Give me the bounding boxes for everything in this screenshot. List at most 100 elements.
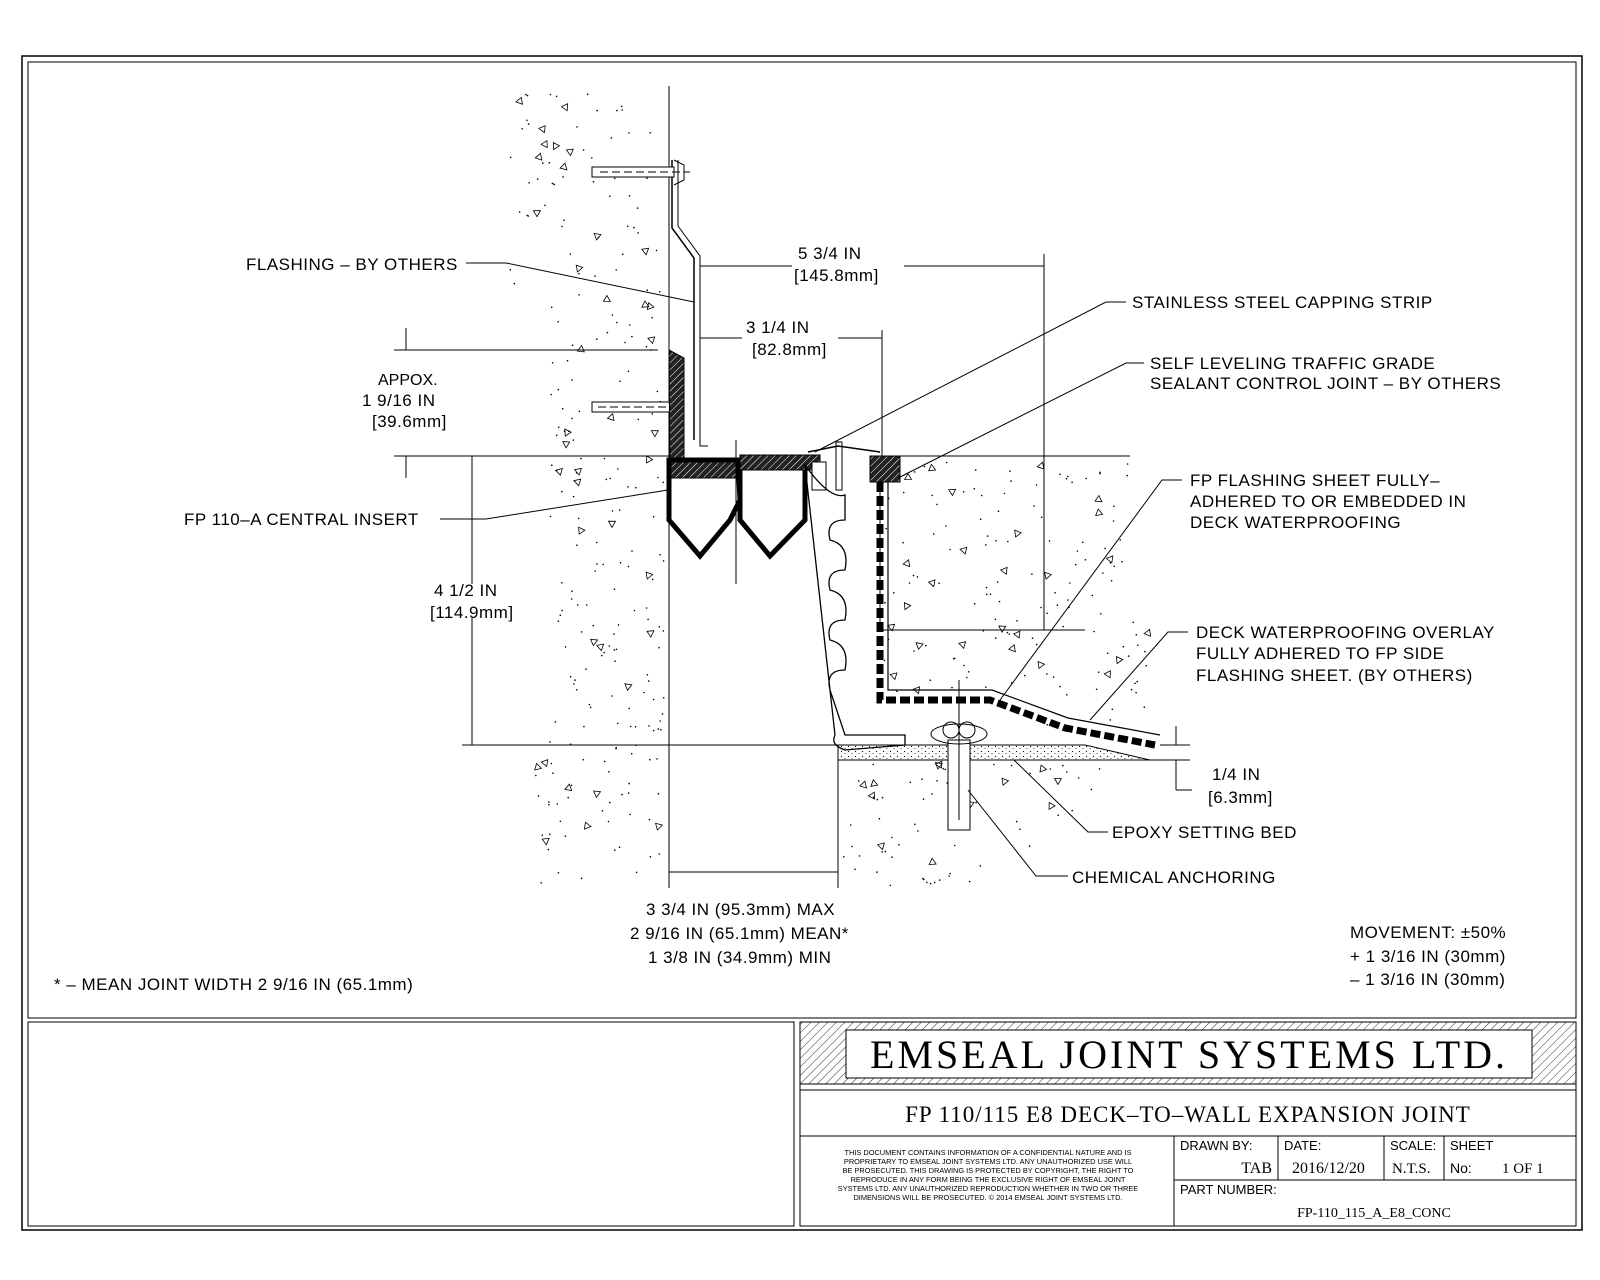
aggregate-mark bbox=[1143, 628, 1152, 637]
label-overlay-2: FULLY ADHERED TO FP SIDE bbox=[1196, 644, 1445, 663]
stipple-dot bbox=[652, 516, 655, 518]
stipple-dot bbox=[923, 878, 925, 881]
stipple-dot bbox=[573, 683, 575, 685]
stipple-dot bbox=[571, 344, 574, 347]
stipple-dot bbox=[607, 820, 610, 823]
stipple-dot bbox=[592, 624, 595, 627]
stipple-dot bbox=[636, 207, 639, 209]
stipple-dot bbox=[628, 132, 630, 134]
aggregate-mark bbox=[928, 857, 937, 866]
concrete-deck bbox=[843, 461, 1152, 887]
stipple-dot bbox=[1109, 719, 1112, 721]
drawn-by-label: DRAWN BY: bbox=[1180, 1138, 1252, 1153]
stipple-dot bbox=[923, 465, 926, 468]
stipple-dot bbox=[975, 801, 977, 804]
aggregate-mark bbox=[540, 139, 548, 149]
stipple-dot bbox=[995, 540, 997, 542]
stipple-dot bbox=[571, 417, 573, 420]
stipple-dot bbox=[1102, 572, 1104, 574]
stipple-dot bbox=[1100, 613, 1102, 615]
aggregate-mark bbox=[1037, 660, 1046, 670]
aggregate-mark bbox=[564, 783, 573, 792]
stipple-dot bbox=[610, 137, 613, 139]
aggregate-mark bbox=[564, 428, 572, 437]
stipple-dot bbox=[973, 487, 976, 490]
movement-plus: + 1 3/16 IN (30mm) bbox=[1350, 947, 1506, 966]
stipple-dot bbox=[1076, 550, 1079, 552]
stipple-dot bbox=[621, 253, 624, 255]
stipple-dot bbox=[1104, 547, 1106, 550]
aggregate-mark bbox=[1014, 529, 1022, 538]
stipple-dot bbox=[1062, 764, 1064, 767]
label-sealant-1: SELF LEVELING TRAFFIC GRADE bbox=[1150, 354, 1435, 373]
concrete-wall bbox=[509, 93, 665, 884]
stipple-dot bbox=[551, 182, 554, 185]
aggregate-mark bbox=[541, 837, 550, 846]
stipple-dot bbox=[1135, 691, 1137, 694]
aggregate-mark bbox=[554, 467, 563, 476]
stipple-dot bbox=[891, 836, 893, 839]
stipple-dot bbox=[521, 128, 523, 130]
label-anchoring: CHEMICAL ANCHORING bbox=[1072, 868, 1276, 887]
sheet-value: 1 OF 1 bbox=[1502, 1161, 1544, 1177]
stipple-dot bbox=[1091, 594, 1094, 597]
stipple-dot bbox=[909, 781, 912, 784]
stipple-dot bbox=[527, 123, 530, 125]
stipple-dot bbox=[549, 833, 551, 836]
stipple-dot bbox=[561, 225, 563, 228]
stipple-dot bbox=[526, 214, 529, 217]
stipple-dot bbox=[938, 582, 940, 584]
stipple-dot bbox=[1007, 540, 1009, 543]
dim-5-3-4-in: 5 3/4 IN bbox=[798, 244, 862, 263]
aggregate-mark bbox=[645, 571, 654, 580]
stipple-dot bbox=[656, 390, 659, 393]
stipple-dot bbox=[555, 95, 558, 98]
sheet-no-label: No: bbox=[1450, 1160, 1472, 1176]
stipple-dot bbox=[611, 695, 613, 697]
stipple-dot bbox=[615, 648, 618, 651]
stipple-dot bbox=[646, 177, 648, 179]
label-flashing: FLASHING – BY OTHERS bbox=[246, 255, 458, 274]
dim-1-9-16-mm: [39.6mm] bbox=[372, 412, 447, 431]
date-value: 2016/12/20 bbox=[1292, 1160, 1365, 1177]
stipple-dot bbox=[979, 865, 982, 867]
stipple-dot bbox=[953, 657, 956, 660]
stipple-dot bbox=[1130, 688, 1133, 691]
stipple-dot bbox=[1040, 516, 1043, 519]
aggregate-mark bbox=[607, 520, 617, 529]
stipple-dot bbox=[633, 609, 636, 612]
stipple-dot bbox=[1112, 520, 1115, 522]
stipple-dot bbox=[637, 232, 639, 234]
stipple-dot bbox=[931, 494, 933, 497]
aggregate-mark bbox=[534, 152, 543, 161]
stipple-dot bbox=[974, 469, 977, 471]
stipple-dot bbox=[651, 316, 653, 319]
fp-110-a-central-insert bbox=[666, 349, 843, 584]
aggregate-mark bbox=[947, 488, 957, 497]
aggregate-mark bbox=[1008, 644, 1016, 653]
title-block: EMSEAL JOINT SYSTEMS LTD. FP 110/115 E8 … bbox=[27, 1021, 1577, 1227]
stipple-dot bbox=[621, 793, 623, 796]
stipple-dot bbox=[1132, 621, 1135, 624]
movement-label: MOVEMENT: ±50% bbox=[1350, 923, 1506, 942]
aggregate-mark bbox=[593, 233, 602, 241]
stipple-dot bbox=[944, 768, 947, 771]
product-title: FP 110/115 E8 DECK–TO–WALL EXPANSION JOI… bbox=[905, 1102, 1471, 1127]
stipple-dot bbox=[562, 176, 564, 178]
stipple-dot bbox=[648, 818, 651, 821]
epoxy-setting-bed bbox=[837, 744, 1151, 761]
stipple-dot bbox=[1008, 633, 1011, 635]
stipple-dot bbox=[659, 720, 661, 722]
stipple-dot bbox=[660, 728, 662, 731]
stipple-dot bbox=[1057, 814, 1059, 816]
outer-border bbox=[21, 55, 1583, 1231]
stipple-dot bbox=[619, 562, 622, 564]
aggregate-mark bbox=[573, 467, 583, 476]
stipple-dot bbox=[526, 119, 528, 122]
stipple-dot bbox=[966, 676, 968, 679]
dim-1-4-in: 1/4 IN bbox=[1212, 765, 1260, 784]
aggregate-mark bbox=[592, 790, 602, 799]
stipple-dot bbox=[936, 780, 938, 782]
stipple-dot bbox=[628, 782, 630, 785]
stipple-dot bbox=[1019, 828, 1021, 831]
